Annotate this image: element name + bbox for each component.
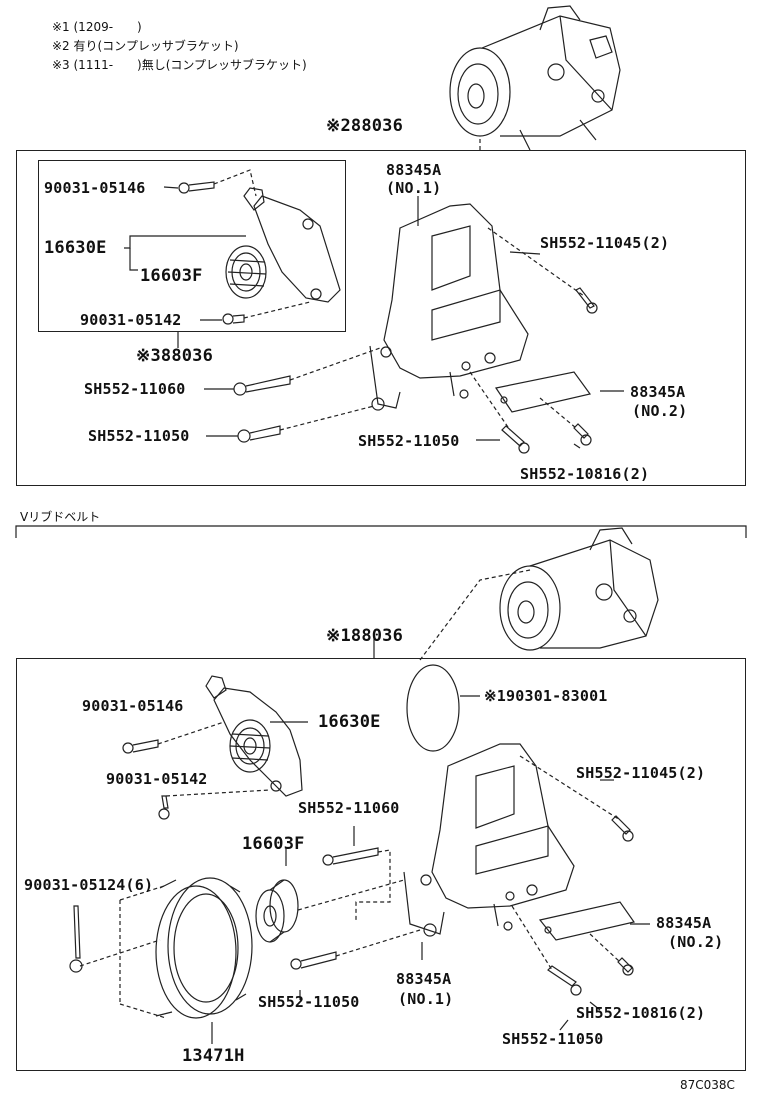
- top-label-sh552-11060: SH552-11060: [84, 380, 186, 398]
- top-label-88345a-no2: 88345A: [630, 383, 686, 401]
- figure-code: 87C038C: [680, 1078, 735, 1092]
- idler-pulley-bottom-drawing: [255, 879, 299, 943]
- top-label-16603f: 16603F: [140, 266, 203, 286]
- bottom-assembly-ref: ※188036: [326, 626, 404, 646]
- note-2: ※2 有り(コンプレッサブラケット): [52, 39, 239, 53]
- section-title-v-ribbed-belt: Vリブドベルト: [20, 510, 101, 524]
- top-label-sh552-11045: SH552-11045(2): [540, 234, 670, 252]
- compressor-top-drawing: [449, 5, 621, 151]
- bolt-05146-bottom-drawing: [122, 739, 159, 754]
- top-assembly-frame: [16, 150, 746, 486]
- bolt-05142-bottom-drawing: [158, 795, 170, 820]
- bottom-label-sh552-11060: SH552-11060: [298, 799, 400, 817]
- bottom-label-88345a-no2: 88345A: [656, 914, 712, 932]
- tensioner-top-drawing: [225, 187, 341, 303]
- top-label-sh552-11050-right: SH552-11050: [358, 432, 460, 450]
- bolt-11045-bottom-drawing: [611, 815, 634, 842]
- bolt-11045-top-drawing: [575, 287, 598, 314]
- bottom-assembly-frame: [16, 658, 746, 1071]
- top-label-sh552-10816: SH552-10816(2): [520, 465, 650, 483]
- bottom-label-16603f: 16603F: [242, 834, 305, 854]
- crank-pulley-drawing: [119, 877, 253, 1019]
- compressor-bottom-drawing: [499, 527, 659, 651]
- bolt-10816-top-drawing: [573, 423, 592, 446]
- bracket-no1-bottom-drawing: [403, 743, 575, 937]
- bracket-no2-top-drawing: [449, 371, 592, 413]
- top-label-88345a-no1: 88345A: [386, 161, 442, 179]
- note-3: ※3 (1111- )無し(コンプレッサブラケット): [52, 58, 307, 72]
- bottom-label-no2: (NO.2): [668, 933, 724, 951]
- bottom-label-sh552-10816: SH552-10816(2): [576, 1004, 706, 1022]
- top-inset-ref: ※388036: [136, 346, 214, 366]
- bolt-11050-left-bottom-drawing: [290, 951, 337, 970]
- bolt-10816-bottom-drawing: [617, 957, 634, 976]
- top-inset-frame: [38, 160, 346, 332]
- bracket-no1-top-drawing: [369, 203, 529, 411]
- bolt-05146-top-drawing: [178, 181, 215, 194]
- bolt-11060-top-drawing: [233, 375, 291, 396]
- bottom-label-90031-05124: 90031-05124(6): [24, 876, 154, 894]
- top-label-no1: (NO.1): [386, 179, 442, 197]
- bottom-label-13471h: 13471H: [182, 1046, 245, 1066]
- bolt-11060-bottom-drawing: [322, 847, 379, 866]
- bottom-label-sh552-11050-right: SH552-11050: [502, 1030, 604, 1048]
- bottom-label-88345a-no1: 88345A: [396, 970, 452, 988]
- gasket-bottom-drawing: [406, 664, 460, 752]
- bolt-05124-drawing: [69, 905, 83, 973]
- bottom-label-sh552-11050-left: SH552-11050: [258, 993, 360, 1011]
- top-label-90031-05146: 90031-05146: [44, 179, 146, 197]
- top-label-sh552-11050-left: SH552-11050: [88, 427, 190, 445]
- tensioner-bottom-drawing: [205, 675, 303, 797]
- bottom-label-no1: (NO.1): [398, 990, 454, 1008]
- bottom-label-90031-05146: 90031-05146: [82, 697, 184, 715]
- bottom-label-gasket: ※190301-83001: [484, 687, 608, 705]
- top-label-16630e: 16630E: [44, 238, 107, 258]
- bolt-05142-top-drawing: [222, 313, 245, 325]
- top-assembly-ref: ※288036: [326, 116, 404, 136]
- top-label-no2: (NO.2): [632, 402, 688, 420]
- bracket-no2-bottom-drawing: [493, 901, 636, 941]
- bolt-11050-right-top-drawing: [501, 425, 530, 454]
- bolt-11050-right-bottom-drawing: [547, 965, 582, 996]
- bottom-label-16630e: 16630E: [318, 712, 381, 732]
- bottom-label-90031-05142: 90031-05142: [106, 770, 208, 788]
- bottom-label-sh552-11045: SH552-11045(2): [576, 764, 706, 782]
- bolt-11050-left-top-drawing: [237, 425, 281, 443]
- note-1: ※1 (1209- ): [52, 20, 142, 34]
- top-label-90031-05142: 90031-05142: [80, 311, 182, 329]
